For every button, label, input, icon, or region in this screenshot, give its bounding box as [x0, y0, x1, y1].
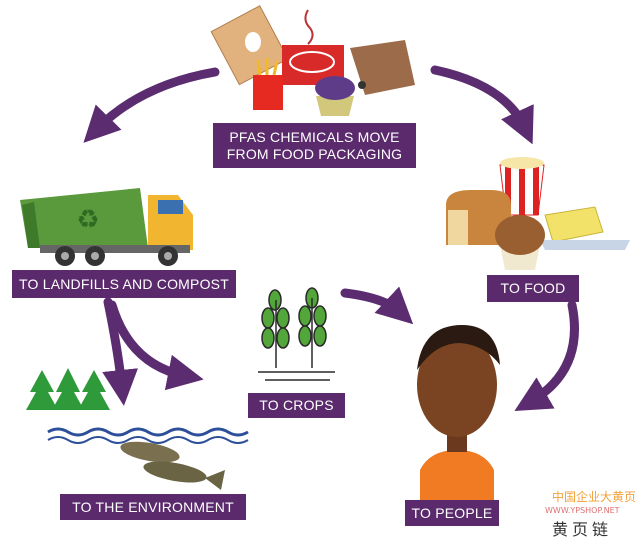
arrow-packaging-to-food — [430, 65, 534, 145]
food-illustration — [446, 157, 630, 270]
arrow-crops-to-people — [340, 286, 414, 325]
arrow-food-to-people — [514, 300, 579, 412]
arrow-landfill-to-crops — [107, 300, 204, 391]
label-landfills: TO LANDFILLS AND COMPOST — [12, 270, 236, 298]
watermark-line2: WWW.YPSHOP.NET — [545, 506, 620, 515]
label-crops: TO CROPS — [248, 393, 345, 418]
watermark-line3: 黄页链 — [552, 520, 613, 539]
label-people: TO PEOPLE — [405, 500, 499, 526]
environment-illustration — [26, 368, 249, 490]
food-packaging-illustration — [210, 5, 415, 116]
watermark-line1: 中国企业大黄页 — [552, 490, 637, 504]
crops-illustration — [258, 287, 335, 381]
recycle-icon: ♻ — [76, 204, 99, 234]
person-illustration — [417, 325, 500, 500]
label-environment: TO THE ENVIRONMENT — [60, 494, 246, 520]
garbage-truck-illustration: ♻ — [20, 188, 193, 266]
label-food: TO FOOD — [487, 275, 579, 302]
label-pfas-source: PFAS CHEMICALS MOVE FROM FOOD PACKAGING — [213, 123, 416, 168]
arrow-packaging-to-landfill — [83, 67, 220, 143]
